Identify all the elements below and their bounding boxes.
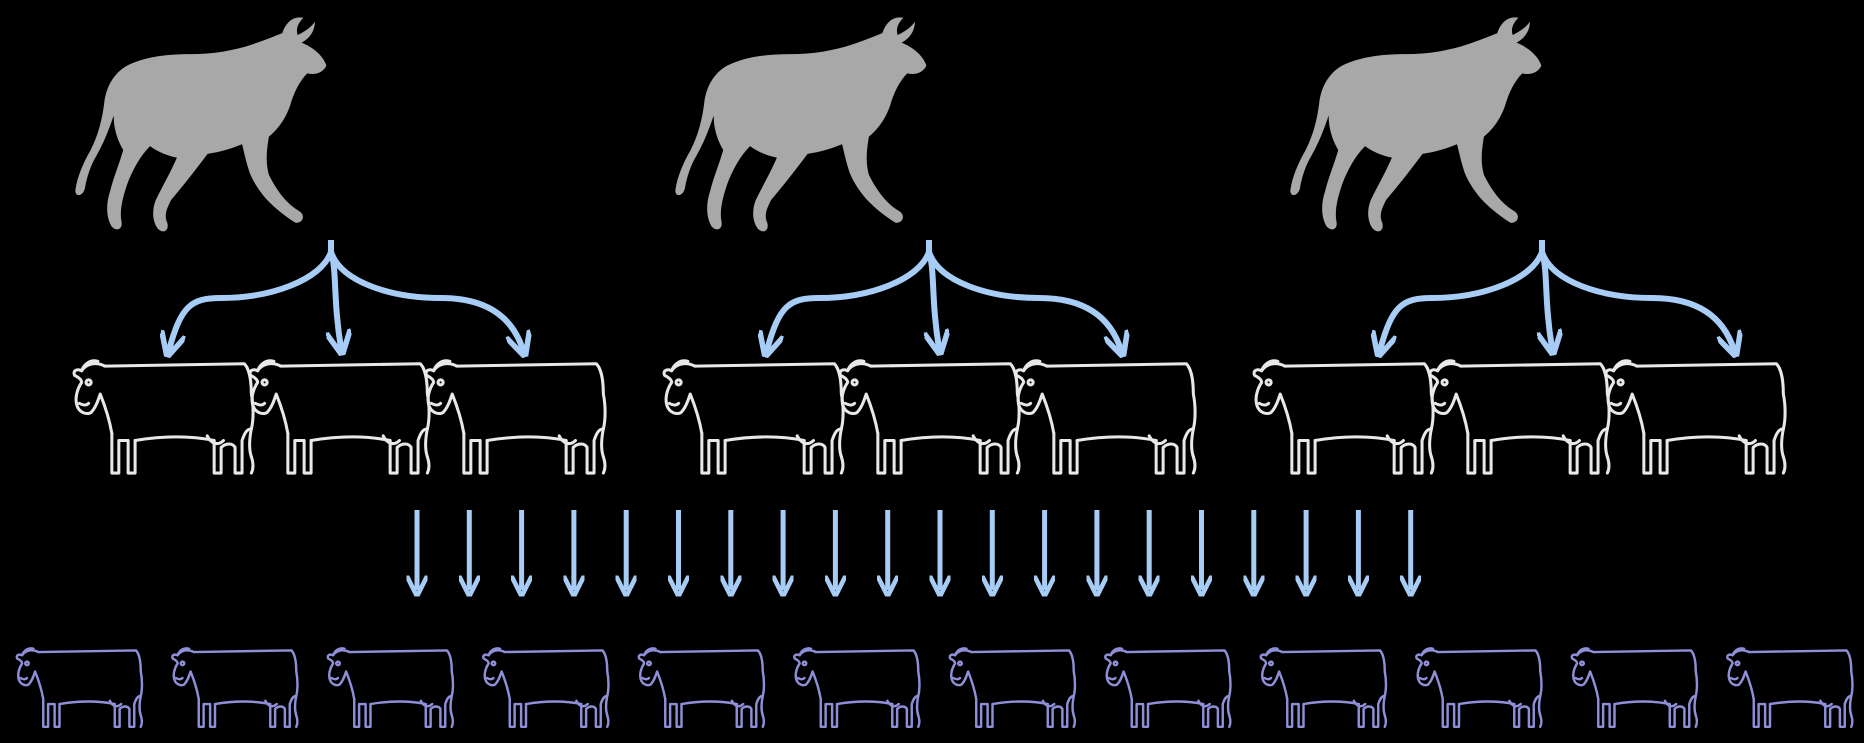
- granddaughter-cow-4: [482, 647, 610, 729]
- bull-silhouette-3: [1290, 17, 1542, 232]
- daughter-cow-2: [248, 359, 431, 475]
- daughter-cow-4: [662, 359, 845, 475]
- daughter-cow-9: [1604, 359, 1787, 475]
- daughters-row: [72, 359, 1787, 475]
- branch-arrow-1-1: [169, 249, 334, 350]
- branch-arrow-2-3: [926, 249, 1121, 350]
- branch-arrows-1: [169, 240, 523, 350]
- daughter-cow-5: [838, 359, 1021, 475]
- granddaughter-cow-11: [1570, 647, 1699, 729]
- bull-offspring-arrows: [169, 240, 1734, 350]
- granddaughter-cow-1: [15, 647, 144, 729]
- branch-arrows-3: [1380, 240, 1734, 350]
- daughter-cow-7: [1252, 359, 1435, 475]
- branch-arrow-3-3: [1539, 249, 1734, 350]
- branch-arrow-1-3: [328, 249, 523, 350]
- granddaughter-cow-10: [1415, 647, 1543, 729]
- branch-arrow-2-1: [767, 249, 932, 350]
- generation-arrows: [417, 510, 1411, 590]
- daughter-cow-3: [424, 359, 607, 475]
- granddaughter-cow-7: [948, 647, 1077, 729]
- daughter-cow-1: [72, 359, 255, 475]
- daughter-cow-8: [1428, 359, 1611, 475]
- branch-arrow-3-1: [1380, 249, 1545, 350]
- bull-silhouette-2: [675, 17, 927, 232]
- granddaughters-row: [15, 647, 1854, 729]
- granddaughter-cow-3: [326, 647, 455, 729]
- granddaughter-cow-8: [1104, 647, 1232, 729]
- granddaughter-cow-6: [793, 647, 921, 729]
- granddaughter-cow-12: [1726, 647, 1854, 729]
- granddaughter-cow-5: [637, 647, 766, 729]
- daughter-cow-6: [1014, 359, 1197, 475]
- bull-silhouette-1: [75, 17, 327, 232]
- granddaughter-cow-2: [171, 647, 299, 729]
- branch-arrows-2: [767, 240, 1121, 350]
- granddaughter-cow-9: [1259, 647, 1388, 729]
- bulls-row: [75, 17, 1542, 232]
